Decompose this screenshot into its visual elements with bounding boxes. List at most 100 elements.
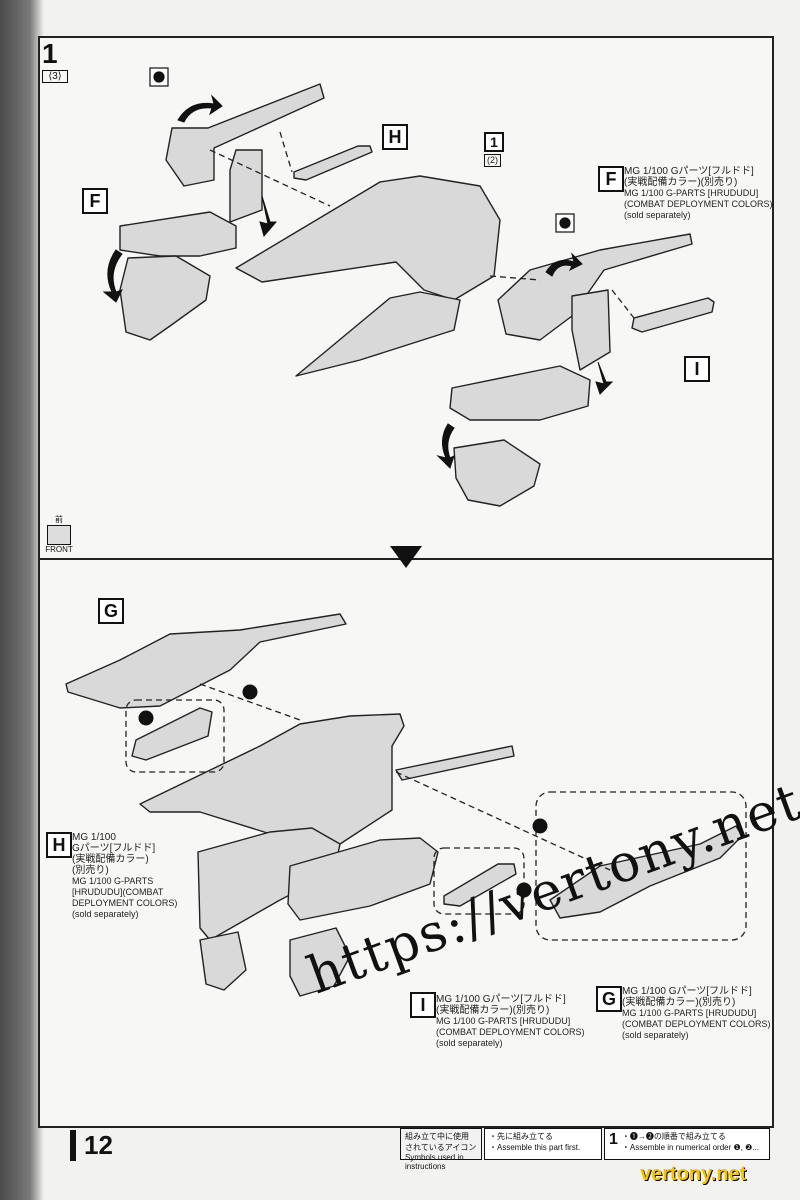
rotation-arrow-right-top xyxy=(545,252,583,277)
dashed-group-left xyxy=(125,699,225,773)
part-i-top xyxy=(631,297,715,333)
booster-top-right-leg xyxy=(453,439,541,507)
legend-title: 組み立て中に使用 されているアイコン Symbols used in instr… xyxy=(400,1128,482,1171)
booster-top-left-upper xyxy=(165,83,325,187)
guide-line-1 xyxy=(209,149,331,207)
note-g-bottom-jp1: MG 1/100 Gパーツ[フルドド] xyxy=(622,986,752,997)
note-h-bottom-jp4: (別売り) xyxy=(72,865,109,876)
dashed-group-i xyxy=(433,847,525,915)
note-f-right-jp1: MG 1/100 Gパーツ[フルドド] xyxy=(624,166,754,177)
note-g-bottom: MG 1/100 Gパーツ[フルドド] (実戦配備カラー)(別売り) MG 1/… xyxy=(622,986,771,1041)
legend-title-jp1: 組み立て中に使用 xyxy=(405,1132,469,1141)
core-unit-top xyxy=(235,175,501,301)
note-f-right-jp2: (実戦配備カラー)(別売り) xyxy=(624,177,738,188)
assemble-first-icon-top-dot xyxy=(153,71,165,83)
legend-item2-en: ・Assemble in numerical order ❶, ❷... xyxy=(621,1143,759,1152)
label-f-left: F xyxy=(82,188,108,214)
label-f-right: F xyxy=(598,166,624,192)
booster-top-left-leg xyxy=(119,255,211,341)
note-f-right-en2: (COMBAT DEPLOYMENT COLORS) xyxy=(624,199,773,209)
rotation-arrow-right-bottom xyxy=(436,423,455,469)
note-f-right-en1: MG 1/100 G-PARTS [HRUDUDU] xyxy=(624,188,759,198)
watermark-site: vertony.net xyxy=(640,1163,747,1185)
note-i-bottom-en2: (COMBAT DEPLOYMENT COLORS) xyxy=(436,1027,585,1037)
rotation-arrow-left xyxy=(102,249,123,303)
booster-top-left-lower xyxy=(119,211,237,257)
page-number: 12 xyxy=(70,1130,113,1161)
part-i-bottom xyxy=(443,863,517,907)
guide-line-4 xyxy=(611,289,635,319)
front-jp: 前 xyxy=(55,515,63,524)
note-f-right: MG 1/100 Gパーツ[フルドド] (実戦配備カラー)(別売り) MG 1/… xyxy=(624,166,773,221)
order-marker-1-right xyxy=(516,882,532,898)
note-g-bottom-en1: MG 1/100 G-PARTS [HRUDUDU] xyxy=(622,1008,757,1018)
booster-bottom-right xyxy=(287,837,439,921)
note-h-bottom: MG 1/100 Gパーツ[フルドド] (実戦配備カラー) (別売り) MG 1… xyxy=(72,832,177,920)
note-h-bottom-en3: DEPLOYMENT COLORS) xyxy=(72,898,178,908)
front-en: FRONT xyxy=(45,545,73,554)
legend-item1-en: ・Assemble this part first. xyxy=(489,1143,581,1152)
note-h-bottom-jp3: (実戦配備カラー) xyxy=(72,854,149,865)
core-unit-bottom-tail xyxy=(395,745,515,781)
booster-top-right-lower xyxy=(449,365,591,421)
label-g-top: G xyxy=(98,598,124,624)
legend-item1-jp: ・先に組み立てる xyxy=(489,1132,553,1141)
note-g-bottom-en2: (COMBAT DEPLOYMENT COLORS) xyxy=(622,1019,771,1029)
booster-top-right-arm xyxy=(571,289,611,371)
order-marker-2-top xyxy=(242,684,258,700)
label-h-top: H xyxy=(382,124,408,150)
core-unit-bottom xyxy=(139,713,405,845)
step-sub-number: ⟨3⟩ xyxy=(42,70,68,83)
symbols-legend: 組み立て中に使用 されているアイコン Symbols used in instr… xyxy=(400,1128,770,1171)
note-i-bottom-en3: (sold separately) xyxy=(436,1038,503,1048)
guide-line-3 xyxy=(489,275,541,281)
legend-title-jp2: されているアイコン xyxy=(405,1143,477,1152)
part-small-left xyxy=(131,707,213,761)
label-ref-1-sub: (2) xyxy=(484,154,501,167)
label-i-right: I xyxy=(684,356,710,382)
guide-line-5 xyxy=(199,683,301,721)
legend-title-en: Symbols used in instructions xyxy=(405,1153,464,1171)
assemble-first-icon-right-dot xyxy=(559,217,571,229)
rotation-arrow-top xyxy=(177,94,223,123)
note-g-bottom-en3: (sold separately) xyxy=(622,1030,689,1040)
booster-top-left-arm xyxy=(229,149,263,223)
rotation-arrow-right-mid xyxy=(595,361,614,395)
order-marker-2-right xyxy=(532,818,548,834)
front-indicator: 前 FRONT xyxy=(44,514,74,554)
label-h-bottom: H xyxy=(46,832,72,858)
label-i-bottom: I xyxy=(410,992,436,1018)
legend-item2-jp: ・❶→❷の順番で組み立てる xyxy=(621,1132,726,1141)
note-h-bottom-jp1: MG 1/100 xyxy=(72,832,116,843)
label-g-bottom: G xyxy=(596,986,622,1012)
part-h-top xyxy=(293,145,373,181)
front-arrow-icon xyxy=(47,525,71,545)
label-ref-1: 1 xyxy=(484,132,504,152)
part-g-bottom xyxy=(65,613,347,709)
step-number: 1 xyxy=(42,38,58,69)
note-h-bottom-jp2: Gパーツ[フルドド] xyxy=(72,843,156,854)
note-h-bottom-en2: [HRUDUDU](COMBAT xyxy=(72,887,164,897)
note-i-bottom-jp1: MG 1/100 Gパーツ[フルドド] xyxy=(436,994,566,1005)
legend-item-numerical-order: 1 ・❶→❷の順番で組み立てる ・Assemble in numerical o… xyxy=(604,1128,770,1160)
part-g-right xyxy=(549,825,743,919)
note-g-bottom-jp2: (実戦配備カラー)(別売り) xyxy=(622,997,736,1008)
note-i-bottom-jp2: (実戦配備カラー)(別売り) xyxy=(436,1005,550,1016)
dashed-group-right xyxy=(535,791,747,941)
step-indicator: 1 ⟨3⟩ xyxy=(42,40,70,83)
legend-item-assemble-first: ・先に組み立てる ・Assemble this part first. xyxy=(484,1128,602,1160)
booster-bottom-right-leg xyxy=(289,927,351,997)
core-unit-nose xyxy=(295,291,461,377)
order-marker-1-left xyxy=(138,710,154,726)
note-i-bottom-en1: MG 1/100 G-PARTS [HRUDUDU] xyxy=(436,1016,571,1026)
note-i-bottom: MG 1/100 Gパーツ[フルドド] (実戦配備カラー)(別売り) MG 1/… xyxy=(436,994,585,1049)
note-h-bottom-en1: MG 1/100 G-PARTS xyxy=(72,876,154,886)
rotation-arrow-mid xyxy=(259,195,278,238)
booster-bottom-left-leg xyxy=(199,931,247,991)
note-h-bottom-en4: (sold separately) xyxy=(72,909,139,919)
note-f-right-en3: (sold separately) xyxy=(624,210,691,220)
next-section-arrow-icon xyxy=(390,546,422,568)
guide-line-2 xyxy=(279,131,293,173)
